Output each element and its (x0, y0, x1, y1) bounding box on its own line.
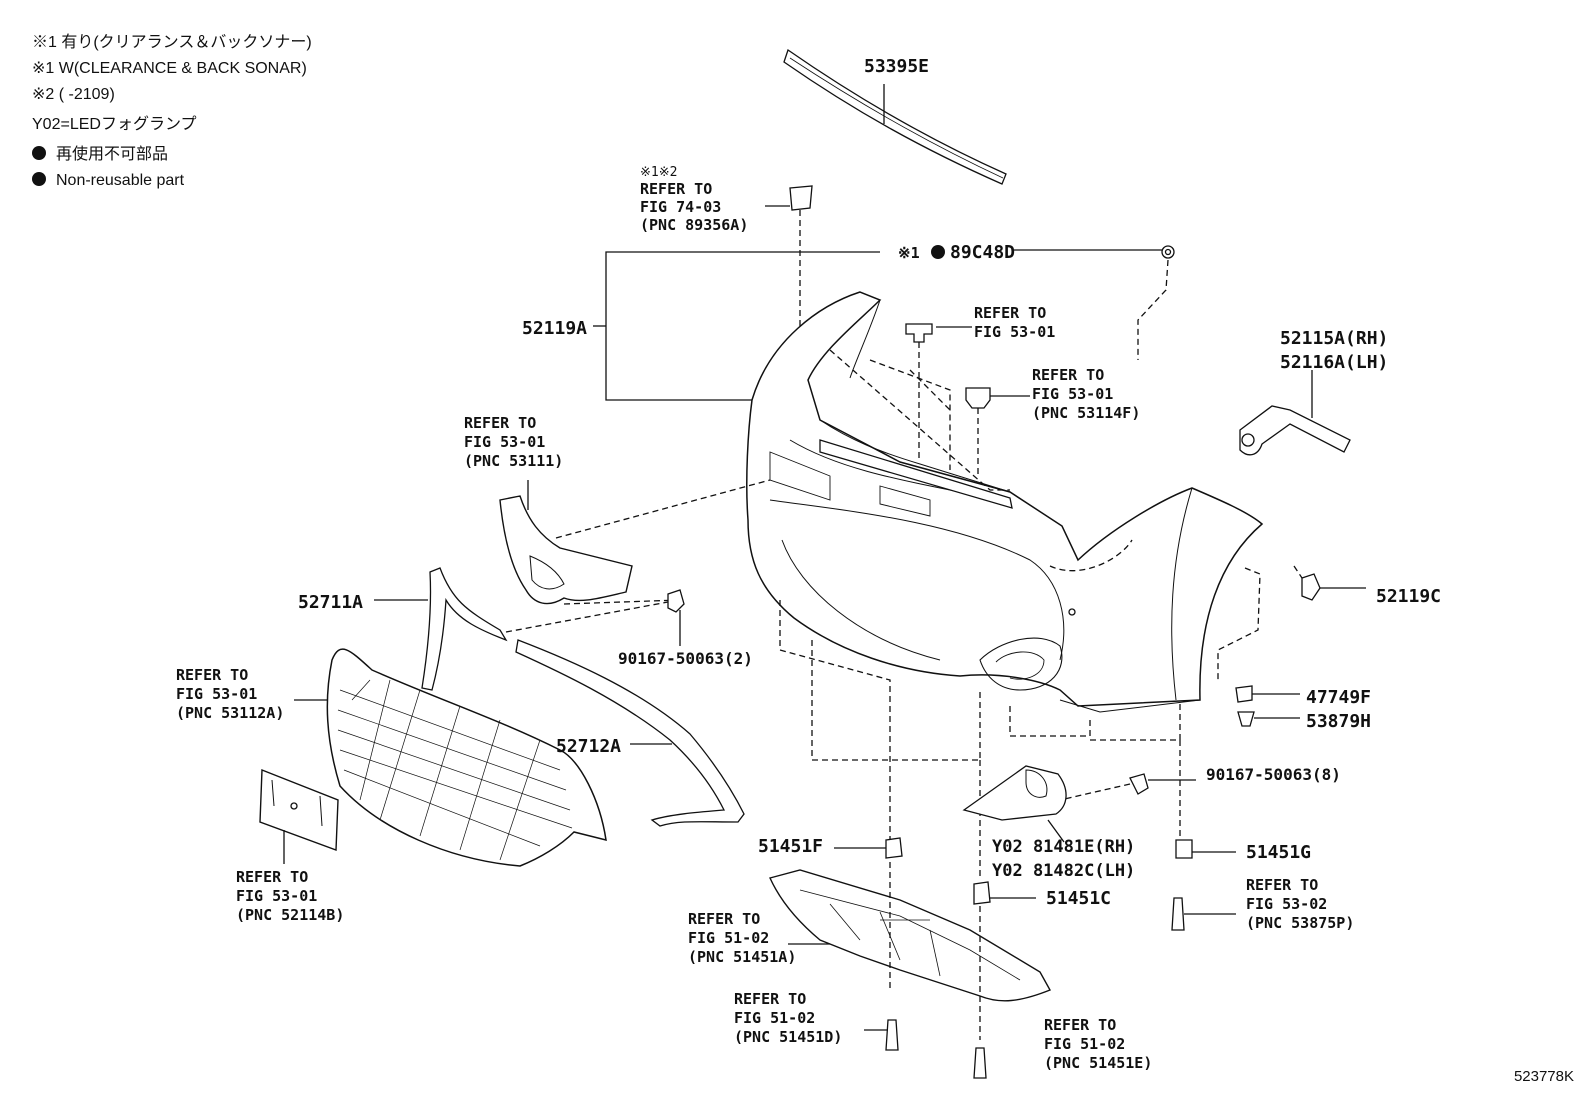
ref-53-01a-line1: REFER TO (974, 304, 1046, 322)
ref-51451E-line2: FIG 51-02 (1044, 1035, 1125, 1053)
note-6: Non-reusable part (32, 168, 312, 194)
ref-53-01a-line2: FIG 53-01 (974, 323, 1055, 341)
ref-52114B-line3: (PNC 52114B) (236, 906, 344, 924)
ref-51451D-line3: (PNC 51451D) (734, 1028, 842, 1046)
ref-89356A-line1: REFER TO (640, 180, 712, 198)
part-52712A-shape (515, 639, 745, 827)
label-52115A: 52115A(RH) (1280, 328, 1388, 349)
ref-51451A-line1: REFER TO (688, 910, 760, 928)
ref-53111-line3: (PNC 53111) (464, 452, 563, 470)
part-89356A-shape (789, 185, 813, 211)
ref-51451D-line2: FIG 51-02 (734, 1009, 815, 1027)
non-reusable-dot-icon (931, 245, 945, 259)
note-2: ※1 W(CLEARANCE & BACK SONAR) (32, 60, 307, 77)
ref-53112A-line2: FIG 53-01 (176, 685, 257, 703)
ref-53112A-line1: REFER TO (176, 666, 248, 684)
label-47749F: 47749F (1306, 687, 1371, 708)
part-52711A-shape (421, 567, 508, 691)
label-89C48D-mark: ※1 (898, 244, 920, 262)
ref-89356A-line3: (PNC 89356A) (640, 216, 748, 234)
ref-53111-line1: REFER TO (464, 414, 536, 432)
ref-53875P-line3: (PNC 53875P) (1246, 914, 1354, 932)
ref-53875P-line1: REFER TO (1246, 876, 1318, 894)
legend-notes: ※1 有り(クリアランス＆バックソナー) ※1 W(CLEARANCE & BA… (32, 30, 312, 194)
ref-53112A-line3: (PNC 53112A) (176, 704, 284, 722)
ref-51451E-line3: (PNC 51451E) (1044, 1054, 1152, 1072)
part-53395E-shape (783, 48, 1007, 185)
ref-51451A-line2: FIG 51-02 (688, 929, 769, 947)
label-90167-50063-2: 90167-50063(2) (618, 649, 753, 668)
part-51451A-shape (769, 869, 1051, 1002)
part-81481E-shape (962, 765, 1067, 821)
label-53879H: 53879H (1306, 711, 1371, 732)
note-4: Y02=LEDフォグランプ (32, 116, 197, 133)
label-51451C: 51451C (1046, 888, 1111, 909)
ref-89356A-mark: ※1※2 (640, 165, 677, 180)
note-3: ※2 ( -2109) (32, 86, 115, 103)
ref-53111-line2: FIG 53-01 (464, 433, 545, 451)
ref-53875P-line2: FIG 53-02 (1246, 895, 1327, 913)
ref-53114F-line2: FIG 53-01 (1032, 385, 1113, 403)
note-5: 再使用不可部品 (32, 142, 312, 168)
label-52711A: 52711A (298, 592, 363, 613)
part-52115A-shape (1239, 405, 1351, 456)
part-52114B-shape (259, 768, 339, 851)
part-53111-shape (499, 495, 633, 605)
label-89C48D: 89C48D (950, 242, 1015, 263)
bullet-icon (32, 172, 46, 186)
label-52119C: 52119C (1376, 586, 1441, 607)
ref-52114B-line2: FIG 53-01 (236, 887, 317, 905)
illustration-code: 523778K (1513, 1068, 1574, 1085)
ref-51451A-line3: (PNC 51451A) (688, 948, 796, 966)
ref-53114F-line3: (PNC 53114F) (1032, 404, 1140, 422)
label-52119A: 52119A (522, 318, 587, 339)
label-90167-50063-8: 90167-50063(8) (1206, 765, 1341, 784)
ref-52114B-line1: REFER TO (236, 868, 308, 886)
label-81482C: Y02 81482C(LH) (992, 861, 1135, 881)
part-53112A-shape (326, 648, 607, 867)
label-81481E: Y02 81481E(RH) (992, 837, 1135, 857)
ref-51451E-line1: REFER TO (1044, 1016, 1116, 1034)
ref-51451D-line1: REFER TO (734, 990, 806, 1008)
label-51451F: 51451F (758, 836, 823, 857)
label-52116A: 52116A(LH) (1280, 352, 1388, 373)
label-52712A: 52712A (556, 736, 621, 757)
bullet-icon (32, 146, 46, 160)
ref-53114F-line1: REFER TO (1032, 366, 1104, 384)
label-53395E: 53395E (864, 56, 929, 77)
note-1: ※1 有り(クリアランス＆バックソナー) (32, 34, 312, 51)
ref-89356A-line2: FIG 74-03 (640, 198, 721, 216)
label-51451G: 51451G (1246, 842, 1311, 863)
